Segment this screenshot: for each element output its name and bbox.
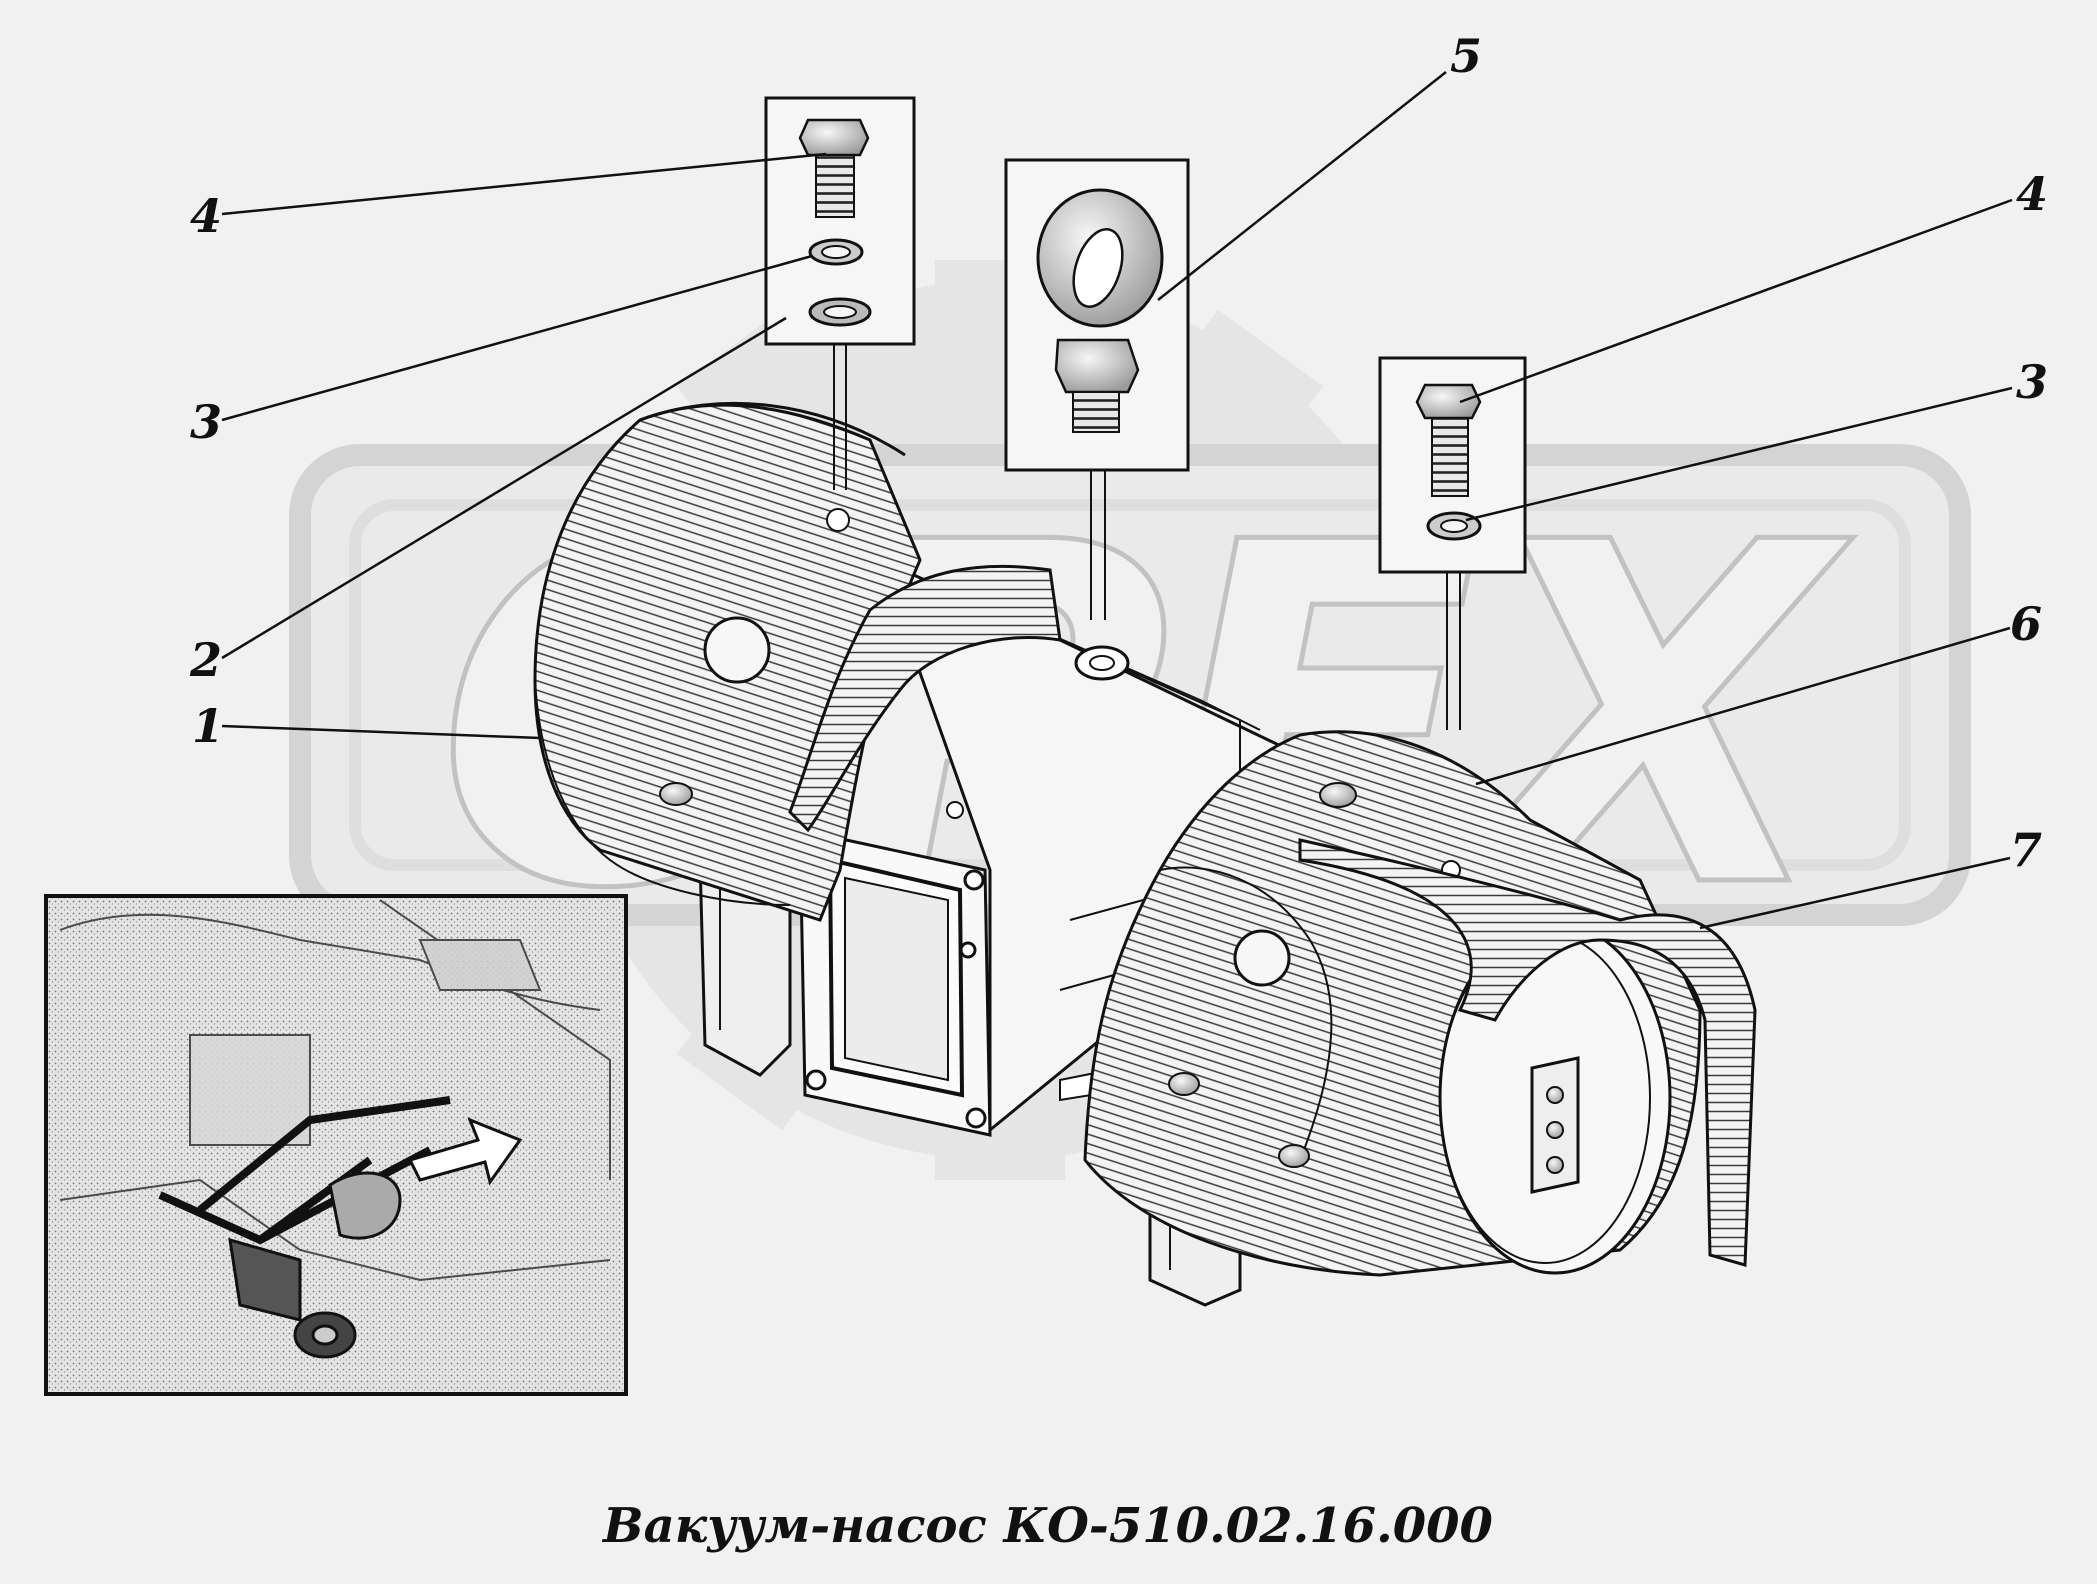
vacuum-pump-assembly: [533, 401, 1757, 1307]
flat-washer-left: [808, 297, 872, 327]
pump-guard: [1298, 838, 1757, 1267]
callout-guard: 7: [2010, 823, 2042, 877]
callout-bracket: 6: [2010, 597, 2042, 651]
bolt-left: [798, 118, 870, 218]
inset-installation-view: [44, 894, 628, 1396]
eyebolt: [1036, 188, 1164, 433]
inset-pointer-arrow: [407, 1117, 523, 1186]
terminal-block: [1530, 1056, 1580, 1194]
callout-bolt-right: 4: [2016, 167, 2048, 221]
figure-caption: Вакуум-насос КО-510.02.16.000: [601, 1498, 1493, 1554]
bolt-right: [1415, 383, 1482, 497]
callout-pump-body: 1: [192, 699, 224, 753]
callout-spring-washer-left: 3: [190, 395, 222, 449]
hex-bolt-right-drum-top: [1319, 782, 1357, 808]
detail-pointer-left: [833, 344, 847, 490]
callout-spring-washer-right: 3: [2016, 355, 2048, 409]
hex-bolt-right-drum-side: [1168, 1072, 1310, 1168]
detail-box-eyebolt: [1004, 158, 1190, 620]
clamp-band: [788, 564, 1062, 833]
detail-box-right-fasteners: [1378, 356, 1527, 730]
detail-pointer-right: [1446, 572, 1461, 730]
detail-pointer-mid: [1090, 470, 1106, 620]
callout-flat-washer-left: 2: [189, 633, 222, 687]
callout-labels: 4 3 2 1 5 4 3 6 7: [189, 29, 2048, 877]
callout-leaders: [221, 71, 2013, 930]
detail-box-left-fasteners: [764, 96, 916, 490]
hex-bolt-left-drum: [659, 782, 693, 806]
spring-washer-right: [1426, 511, 1482, 541]
callout-bolt-left: 4: [190, 189, 222, 243]
callout-eyebolt: 5: [1450, 29, 1482, 83]
spring-washer-left: [808, 238, 864, 266]
